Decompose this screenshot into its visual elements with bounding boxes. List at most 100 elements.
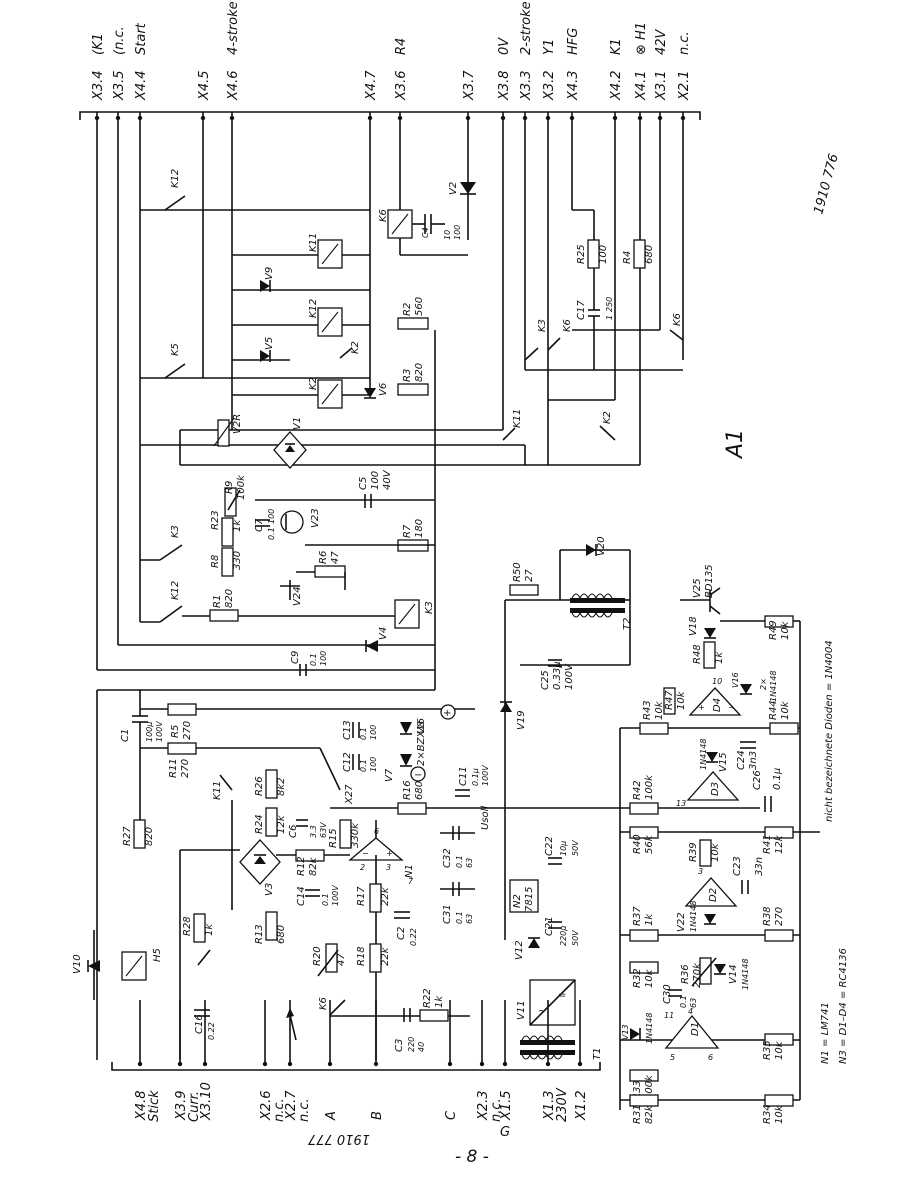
- v1-bridge-rectifier: V1: [273, 417, 307, 469]
- k3-contact-mid: K3: [159, 525, 183, 561]
- svg-text:V14: V14: [728, 964, 739, 984]
- svg-text:1N4148: 1N4148: [689, 901, 698, 932]
- v18-diode: V18: [688, 616, 716, 639]
- svg-text:R37: R37: [632, 906, 643, 926]
- v7-zener: V7 2×BZX16: [384, 718, 427, 782]
- svg-text:K6: K6: [562, 319, 573, 332]
- svg-text:330: 330: [232, 551, 243, 570]
- k2-relay-coil: K2: [308, 377, 343, 409]
- svg-text:R26: R26: [254, 776, 265, 796]
- top-terminal-id: X4.6: [226, 70, 241, 101]
- minus-symbol: −: [414, 770, 422, 781]
- svg-text:R40: R40: [632, 834, 643, 854]
- doc-number-top: 1910 776: [811, 152, 842, 216]
- c3-capacitor: C3 220 40: [394, 1008, 426, 1052]
- svg-text:K2: K2: [350, 341, 361, 354]
- top-terminal-id: X4.5: [197, 70, 212, 101]
- svg-text:C30: C30: [662, 984, 673, 1004]
- top-terminal-signal: 4-stroke: [226, 1, 241, 55]
- svg-text:V2R: V2R: [232, 414, 243, 434]
- k12-relay-coil: K12: [308, 299, 343, 337]
- t1-transformer: T1: [520, 1035, 603, 1060]
- svg-text:2×BZX16: 2×BZX16: [416, 718, 427, 766]
- svg-text:C23: C23: [732, 856, 743, 876]
- svg-text:R31: R31: [632, 1104, 643, 1124]
- svg-text:10k: 10k: [676, 690, 687, 710]
- svg-text:K12: K12: [170, 581, 181, 600]
- svg-text:10: 10: [712, 677, 722, 686]
- r50-resistor: R50 27: [509, 562, 539, 596]
- bottom-terminal-signal: n.c.: [272, 1098, 287, 1122]
- c6-capacitor: C6 3.3 63V: [288, 819, 328, 838]
- board-label: A1: [723, 429, 748, 460]
- svg-text:V20: V20: [596, 536, 607, 556]
- c11-capacitor: C11 0.1µ 100V Usoll: [455, 765, 491, 830]
- bottom-terminal-signal: 230V: [555, 1087, 570, 1122]
- svg-text:6: 6: [374, 827, 379, 836]
- terminal-dot: [637, 115, 643, 121]
- v10-diode: V10: [72, 930, 100, 1000]
- bottom-terminal-signal: n.c.: [297, 1098, 312, 1122]
- v11-rectifier-block: ~ = V11: [516, 979, 576, 1026]
- ic-note-1: N1 = LM741: [820, 1002, 831, 1064]
- svg-text:R22: R22: [422, 988, 433, 1008]
- svg-text:47: 47: [336, 953, 347, 966]
- top-terminal-id: X3.8: [497, 70, 512, 101]
- top-terminal-id: X3.1: [654, 70, 669, 101]
- bottom-terminal-signal: n.c.: [489, 1098, 504, 1122]
- svg-text:V24: V24: [292, 586, 303, 606]
- c12-capacitor: C12 0.1 100: [342, 752, 378, 772]
- svg-text:V4: V4: [378, 627, 389, 640]
- svg-text:K3: K3: [424, 601, 435, 614]
- c31-capacitor: C31 0.1 63: [440, 882, 475, 924]
- v24-transistor: V24: [280, 580, 303, 606]
- svg-text:0.22: 0.22: [207, 1022, 216, 1040]
- top-terminal-id: X3.2: [542, 70, 557, 101]
- svg-text:R50: R50: [512, 562, 523, 582]
- r47-resistor: R47 10k: [663, 687, 687, 715]
- svg-text:100V: 100V: [331, 885, 340, 906]
- svg-text:K11: K11: [212, 781, 223, 800]
- top-terminal-id: X3.4: [91, 70, 106, 101]
- d4-opamp: D4 + − 10: [688, 677, 742, 716]
- k2-contact-upper: K2: [339, 341, 361, 359]
- c17-capacitor: C17 1 250: [576, 297, 614, 320]
- svg-text:C13: C13: [342, 720, 353, 740]
- svg-text:R33: R33: [632, 1080, 643, 1100]
- svg-text:56k: 56k: [644, 834, 655, 854]
- k11-contact-right: K11: [502, 409, 523, 441]
- v4-diode: V4: [365, 627, 389, 652]
- svg-text:C26: C26: [752, 770, 763, 790]
- top-terminal-signal: Start: [134, 22, 149, 55]
- bottom-terminal-id: X3.9: [174, 1090, 189, 1121]
- svg-text:R28: R28: [182, 916, 193, 936]
- k2-contact-right: K2: [599, 411, 616, 441]
- svg-text:K2: K2: [602, 411, 613, 424]
- r4-resistor: R4 680: [622, 239, 655, 269]
- svg-text:R13: R13: [254, 924, 265, 944]
- svg-text:+: +: [386, 849, 393, 858]
- power-rails: [96, 209, 683, 1060]
- svg-text:63: 63: [689, 998, 698, 1008]
- r37-resistor: R37 1k: [629, 906, 659, 942]
- svg-text:R6: R6: [318, 551, 329, 564]
- svg-text:5: 5: [670, 1053, 675, 1062]
- svg-text:R9: R9: [224, 481, 235, 494]
- v22-diode: V22 1N4148: [676, 901, 716, 932]
- svg-text:180: 180: [414, 519, 425, 538]
- svg-text:47: 47: [330, 551, 341, 564]
- top-terminal-signal: (K1: [91, 33, 106, 55]
- c22-capacitor: C22 10µ 50V: [544, 836, 580, 865]
- r1-resistor: R1 820: [182, 589, 395, 622]
- top-terminal-signal: K1: [609, 38, 624, 55]
- r13-resistor: R13 680: [254, 911, 287, 944]
- svg-text:100: 100: [319, 651, 328, 666]
- svg-text:~: ~: [538, 1006, 546, 1017]
- svg-text:R36: R36: [680, 964, 691, 984]
- svg-text:0.1: 0.1: [267, 527, 276, 540]
- v13-diode: V13 1N4148: [621, 1013, 654, 1044]
- k6-contact-far-right: K6: [669, 313, 684, 341]
- top-terminal-id: X3.3: [519, 70, 534, 101]
